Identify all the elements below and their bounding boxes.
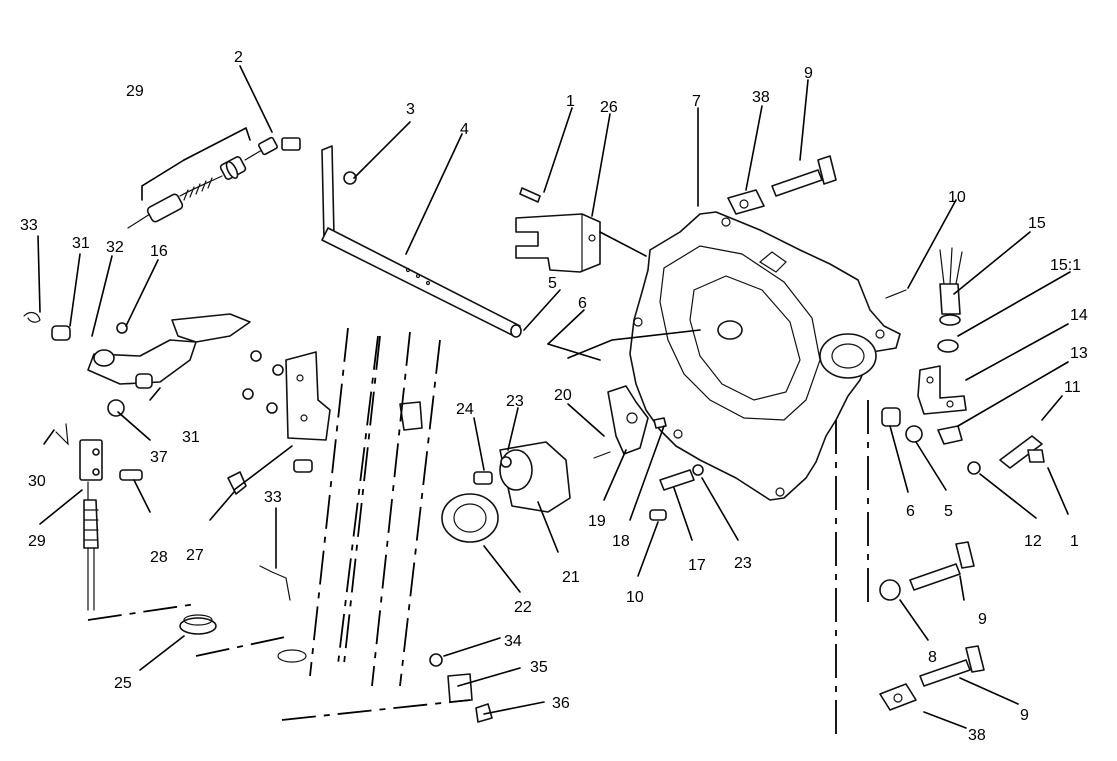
callout-30: 30 — [28, 473, 46, 490]
callout-5-top: 5 — [548, 275, 557, 292]
callout-33-mid: 33 — [264, 489, 282, 506]
clutch-cable-lower — [79, 439, 103, 611]
grommet-25 — [179, 614, 307, 663]
callout-21: 21 — [562, 569, 580, 586]
callout-15: 15 — [1028, 215, 1046, 232]
callout-35: 35 — [530, 659, 548, 676]
callout-14: 14 — [1070, 307, 1088, 324]
callout-26: 26 — [600, 99, 618, 116]
release-shaft — [321, 145, 522, 338]
callout-28: 28 — [150, 549, 168, 566]
release-fork — [593, 385, 667, 459]
callout-5-bottom: 5 — [944, 503, 953, 520]
switch-15 — [885, 247, 963, 353]
callout-25: 25 — [114, 675, 132, 692]
panel-outline — [87, 327, 869, 742]
clutch-housing — [629, 211, 901, 501]
bolt-9-lower — [879, 541, 985, 711]
callout-23-bottom: 23 — [734, 555, 752, 572]
callout-8: 8 — [928, 649, 937, 666]
callout-2: 2 — [234, 49, 243, 66]
callout-15-1: 15:1 — [1050, 257, 1081, 274]
callout-6-bottom: 6 — [906, 503, 915, 520]
callout-1-top: 1 — [566, 93, 575, 110]
callout-27: 27 — [186, 547, 204, 564]
callout-24: 24 — [456, 401, 474, 418]
callout-23-top: 23 — [506, 393, 524, 410]
pedal-bracket — [242, 350, 331, 473]
callout-9-top: 9 — [804, 65, 813, 82]
callout-labels: 29 2 3 4 1 26 7 38 9 33 31 32 16 10 15 1… — [20, 49, 1088, 744]
callout-29-top: 29 — [126, 83, 144, 100]
release-bearing — [441, 441, 571, 543]
callout-19: 19 — [588, 513, 606, 530]
callout-1-bottom: 1 — [1070, 533, 1079, 550]
bracket-14 — [917, 365, 967, 415]
callout-7: 7 — [692, 93, 701, 110]
callout-29-bottom: 29 — [28, 533, 46, 550]
callout-4: 4 — [460, 121, 469, 138]
callout-16: 16 — [150, 243, 168, 260]
callout-37: 37 — [150, 449, 168, 466]
callout-11: 11 — [1064, 379, 1081, 396]
callout-38-top: 38 — [752, 89, 770, 106]
callout-31-top: 31 — [72, 235, 90, 252]
bracket-26 — [515, 187, 601, 273]
bolts-17-23 — [649, 464, 704, 521]
callout-38-bottom: 38 — [968, 727, 986, 744]
callout-13: 13 — [1070, 345, 1088, 362]
clutch-cable-upper — [127, 149, 263, 229]
callout-32: 32 — [106, 239, 124, 256]
callout-20: 20 — [554, 387, 572, 404]
callout-17: 17 — [688, 557, 706, 574]
callout-22: 22 — [514, 599, 532, 616]
cable-clevis — [258, 136, 301, 156]
callout-34: 34 — [504, 633, 522, 650]
leader-lines — [37, 65, 1071, 729]
callout-31-mid: 31 — [182, 429, 200, 446]
callout-10-top: 10 — [948, 189, 966, 206]
clip-and-pins — [23, 311, 247, 495]
callout-6-top: 6 — [578, 295, 587, 312]
callout-36: 36 — [552, 695, 570, 712]
callout-9-mid: 9 — [978, 611, 987, 628]
clutch-pedal — [87, 313, 251, 385]
bolt-9-top — [727, 155, 837, 215]
lower-clip-parts — [259, 401, 493, 723]
callout-10-bottom: 10 — [626, 589, 644, 606]
callout-9-bottom: 9 — [1020, 707, 1029, 724]
callout-3: 3 — [406, 101, 415, 118]
callout-18: 18 — [612, 533, 630, 550]
callout-33-left: 33 — [20, 217, 38, 234]
callout-12: 12 — [1024, 533, 1042, 550]
nuts-and-bushes-right — [881, 407, 1045, 475]
pedal-bushings — [51, 322, 153, 417]
